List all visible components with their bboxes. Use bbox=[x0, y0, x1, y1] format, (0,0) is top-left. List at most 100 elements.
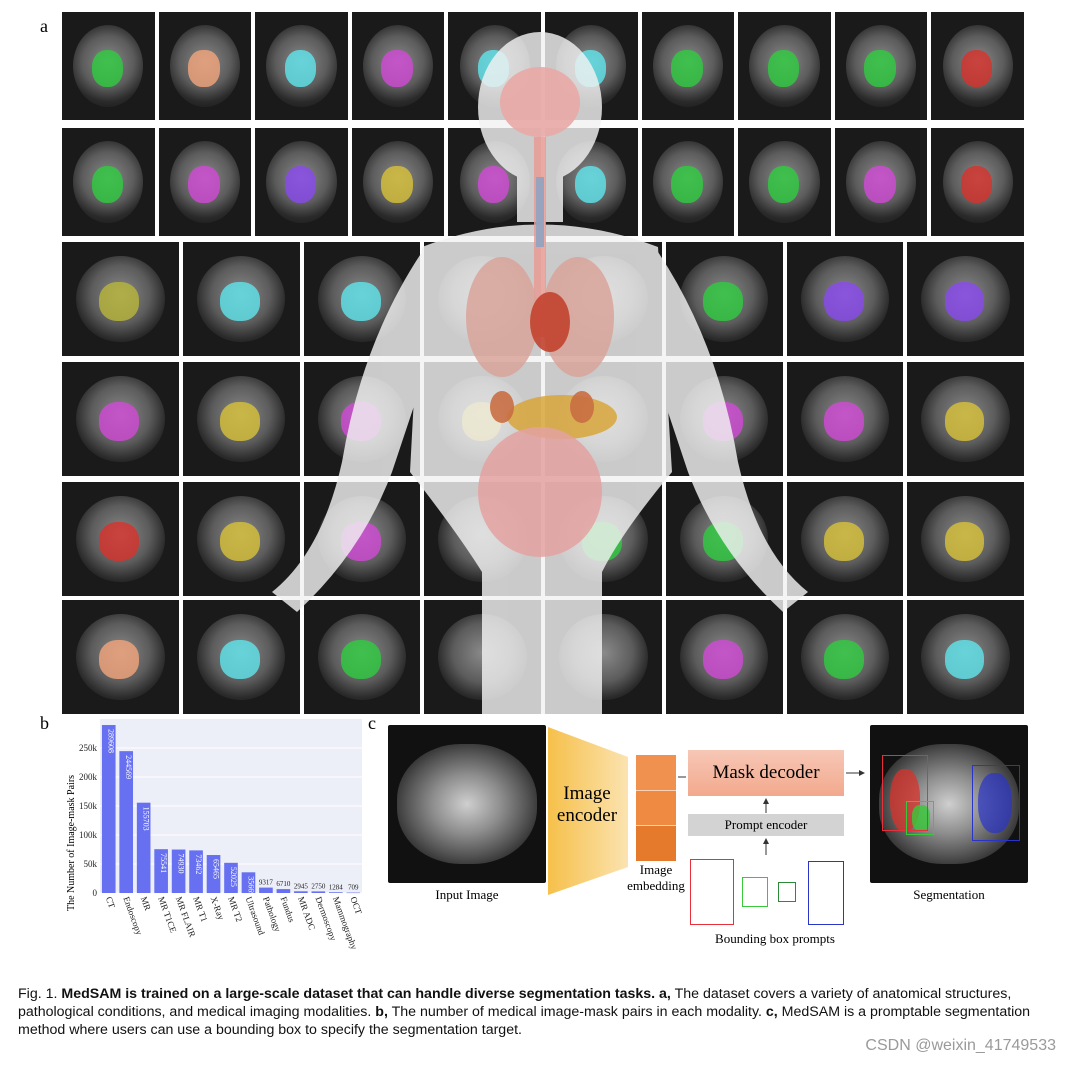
panel-b-letter: b bbox=[40, 713, 49, 733]
segmentation-mask bbox=[284, 49, 317, 87]
mosaic-image-tile bbox=[424, 482, 541, 596]
bar-value-label: 2750 bbox=[311, 882, 326, 890]
mosaic-image-tile bbox=[351, 12, 445, 120]
mosaic-image-tile bbox=[448, 128, 541, 236]
bar bbox=[241, 872, 256, 893]
mosaic-image-tile bbox=[424, 242, 541, 356]
mosaic-image-tile bbox=[158, 128, 252, 236]
mosaic-image-tile bbox=[62, 362, 179, 476]
bar bbox=[346, 892, 361, 894]
bar-value-label: 65465 bbox=[212, 859, 221, 879]
bar-value-label: 2945 bbox=[294, 882, 309, 890]
segmentation-mask bbox=[99, 521, 140, 561]
image-embedding-caption: Image embedding bbox=[627, 862, 685, 893]
modality-bar-chart: The Number of Image-mask Pairs 050k100k1… bbox=[66, 719, 364, 951]
bar-value-label: 75541 bbox=[159, 853, 168, 873]
panel-a-letter: a bbox=[40, 16, 48, 36]
segmentation-mask bbox=[671, 165, 703, 203]
segmentation-mask bbox=[99, 401, 140, 441]
segmentation-output-image bbox=[870, 725, 1028, 883]
panel-c-letter: c bbox=[368, 713, 376, 733]
mosaic-image-tile bbox=[448, 12, 541, 120]
segmentation-mask bbox=[340, 639, 381, 679]
segmentation-mask bbox=[478, 165, 510, 203]
segmentation-mask bbox=[944, 401, 985, 441]
segmentation-mask bbox=[767, 49, 800, 87]
mosaic-image-tile bbox=[545, 362, 662, 476]
caption-c-text: MedSAM is a promptable segmentation meth… bbox=[18, 1004, 1031, 1038]
mosaic-image-tile bbox=[158, 12, 252, 120]
mosaic-image-tile bbox=[641, 12, 735, 120]
bar bbox=[224, 862, 238, 893]
embedding-block-2 bbox=[636, 790, 676, 826]
segmentation-caption: Segmentation bbox=[913, 887, 985, 902]
segmentation-mask bbox=[574, 165, 607, 203]
mosaic-image-tile bbox=[182, 600, 300, 714]
bar-value-label: 244569 bbox=[124, 755, 133, 779]
bar-value-label: 9317 bbox=[259, 879, 274, 887]
mosaic-image-tile bbox=[665, 362, 783, 476]
segmentation-mask bbox=[823, 281, 864, 321]
mosaic-image-tile bbox=[182, 242, 300, 356]
mosaic-image-tile bbox=[62, 12, 155, 120]
mosaic-image-tile bbox=[545, 600, 662, 714]
mosaic-image-tile bbox=[62, 482, 179, 596]
segmentation-mask bbox=[944, 639, 985, 679]
bar bbox=[136, 802, 151, 893]
caption-a-text: The dataset covers a variety of anatomic… bbox=[18, 986, 1012, 1020]
y-tick-label: 250k bbox=[79, 743, 98, 753]
y-tick-label: 200k bbox=[79, 772, 98, 782]
mosaic-image-tile bbox=[738, 128, 831, 236]
bar bbox=[294, 891, 308, 893]
segmentation-mask bbox=[188, 49, 220, 87]
bar bbox=[206, 855, 221, 893]
image-encoder-trapezoid bbox=[548, 727, 628, 895]
mosaic-image-tile bbox=[738, 12, 831, 120]
x-tick-label: MR ADC bbox=[296, 895, 317, 931]
y-tick-label: 50k bbox=[84, 859, 98, 869]
x-tick-label: MR T2 bbox=[226, 895, 244, 923]
mosaic-image-tile bbox=[303, 600, 421, 714]
bbox-prompt-darkgreen bbox=[778, 882, 796, 902]
y-tick-label: 150k bbox=[79, 801, 98, 811]
segmentation-mask bbox=[582, 521, 623, 561]
caption-a-label: a, bbox=[659, 986, 671, 1002]
mosaic-image-tile bbox=[545, 242, 662, 356]
mosaic-image-tile bbox=[255, 128, 348, 236]
segmentation-mask bbox=[220, 521, 260, 561]
y-axis-label: The Number of Image-mask Pairs bbox=[66, 775, 77, 911]
watermark: CSDN @weixin_41749533 bbox=[865, 1037, 1056, 1054]
mosaic-image-tile bbox=[786, 362, 904, 476]
mosaic-image-tile bbox=[665, 600, 783, 714]
segmentation-mask bbox=[220, 281, 260, 321]
bar-value-label: 155703 bbox=[142, 807, 151, 831]
mosaic-image-tile bbox=[545, 128, 638, 236]
mosaic-image-tile bbox=[665, 482, 783, 596]
segmentation-mask bbox=[340, 401, 381, 441]
mosaic-image-tile bbox=[424, 600, 541, 714]
segmentation-mask bbox=[91, 165, 124, 203]
segmentation-mask bbox=[220, 639, 260, 679]
segmentation-mask bbox=[823, 401, 864, 441]
mosaic-image-tile bbox=[545, 482, 662, 596]
segmentation-mask bbox=[703, 639, 743, 679]
embedding-block-3 bbox=[636, 825, 676, 861]
mosaic-image-tile bbox=[907, 482, 1024, 596]
caption-b-text: The number of medical image-mask pairs i… bbox=[391, 1004, 762, 1020]
bar-value-label: 709 bbox=[348, 884, 359, 892]
bar bbox=[189, 850, 203, 893]
mosaic-image-tile bbox=[351, 128, 445, 236]
segmentation-mask bbox=[703, 521, 743, 561]
mosaic-image-tile bbox=[303, 482, 421, 596]
mosaic-image-tile bbox=[907, 242, 1024, 356]
bar bbox=[328, 892, 343, 893]
mosaic-image-tile bbox=[182, 362, 300, 476]
mosaic-image-tile bbox=[303, 362, 421, 476]
mosaic-image-tile bbox=[303, 242, 421, 356]
x-tick-label: Fundus bbox=[279, 895, 298, 924]
segmentation-mask bbox=[703, 281, 743, 321]
mosaic-image-tile bbox=[786, 482, 904, 596]
bar-value-label: 73462 bbox=[194, 854, 203, 874]
segmentation-mask bbox=[340, 281, 381, 321]
segmentation-mask bbox=[823, 521, 864, 561]
